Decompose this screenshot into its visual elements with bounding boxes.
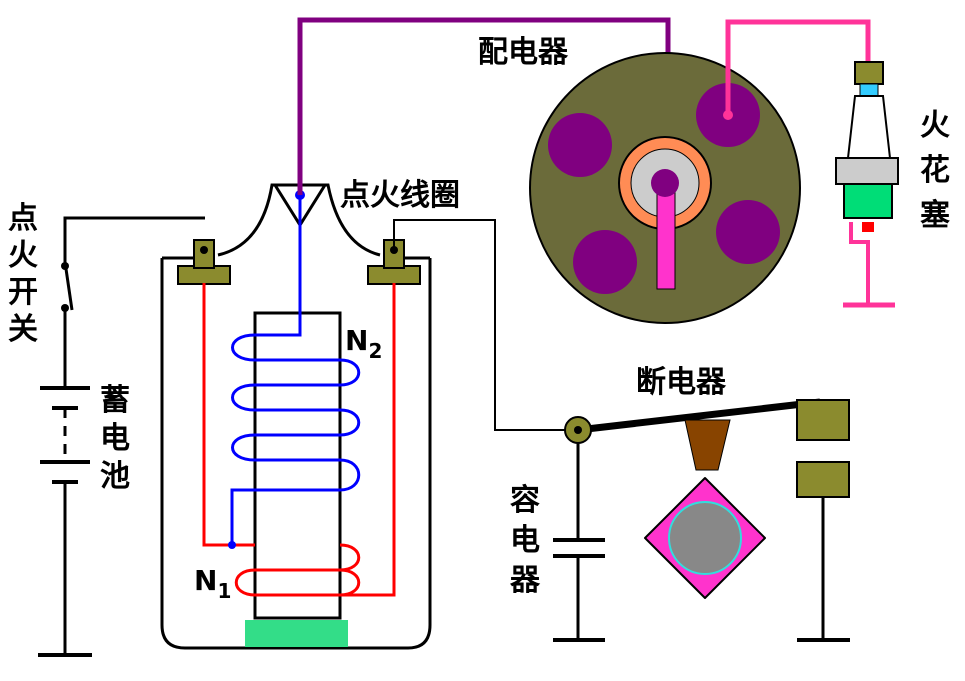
spark-plug bbox=[835, 61, 899, 308]
breaker-contact-lower bbox=[796, 461, 850, 498]
ignition-coil bbox=[160, 183, 432, 650]
breaker bbox=[564, 398, 850, 642]
secondary-winding bbox=[230, 195, 361, 545]
battery-circuit bbox=[38, 216, 205, 657]
distributor-contact bbox=[716, 200, 780, 264]
svg-text:关: 关 bbox=[8, 312, 38, 347]
coil-core-base bbox=[245, 620, 348, 647]
distributor bbox=[529, 52, 801, 324]
distributor-label: 配电器 bbox=[478, 35, 569, 70]
breaker-arm bbox=[577, 398, 821, 434]
svg-text:蓄: 蓄 bbox=[100, 383, 130, 418]
breaker-label: 断电器 bbox=[636, 365, 727, 400]
svg-text:开: 开 bbox=[8, 275, 38, 310]
distributor-contact bbox=[548, 113, 612, 177]
breaker-wire bbox=[393, 219, 575, 431]
capacitor-label: 容 电 器 bbox=[509, 483, 541, 598]
svg-text:电: 电 bbox=[100, 421, 130, 456]
svg-text:容: 容 bbox=[510, 483, 540, 518]
coil-terminal-left bbox=[177, 239, 231, 285]
secondary-winding-label: N2 bbox=[345, 324, 382, 363]
breaker-contact-upper bbox=[796, 399, 850, 441]
spark-lead bbox=[725, 19, 871, 115]
rotor-arm bbox=[656, 185, 676, 290]
ignition-coil-label: 点火线圈 bbox=[340, 178, 460, 213]
svg-text:电: 电 bbox=[510, 523, 540, 558]
coil-core bbox=[253, 311, 342, 620]
ignition-switch bbox=[63, 261, 74, 311]
breaker-rubbing-block bbox=[684, 419, 731, 471]
svg-text:火: 火 bbox=[8, 238, 38, 273]
capacitor bbox=[553, 432, 605, 642]
battery-label: 蓄 电 池 bbox=[100, 383, 130, 494]
svg-text:池: 池 bbox=[100, 459, 130, 494]
cam-shaft bbox=[668, 501, 742, 575]
primary-winding-label: N1 bbox=[194, 564, 231, 603]
svg-text:火: 火 bbox=[920, 108, 950, 143]
battery-symbol bbox=[40, 386, 90, 484]
primary-winding bbox=[202, 283, 396, 597]
distributor-contact bbox=[573, 230, 637, 294]
svg-text:花: 花 bbox=[920, 153, 950, 188]
spark-plug-label: 火 花 塞 bbox=[920, 108, 950, 233]
coil-terminal-right bbox=[367, 239, 421, 285]
svg-text:器: 器 bbox=[509, 563, 541, 598]
svg-text:塞: 塞 bbox=[920, 198, 950, 233]
svg-text:点: 点 bbox=[8, 201, 38, 236]
ignition-switch-label: 点 火 开 关 bbox=[8, 201, 38, 347]
